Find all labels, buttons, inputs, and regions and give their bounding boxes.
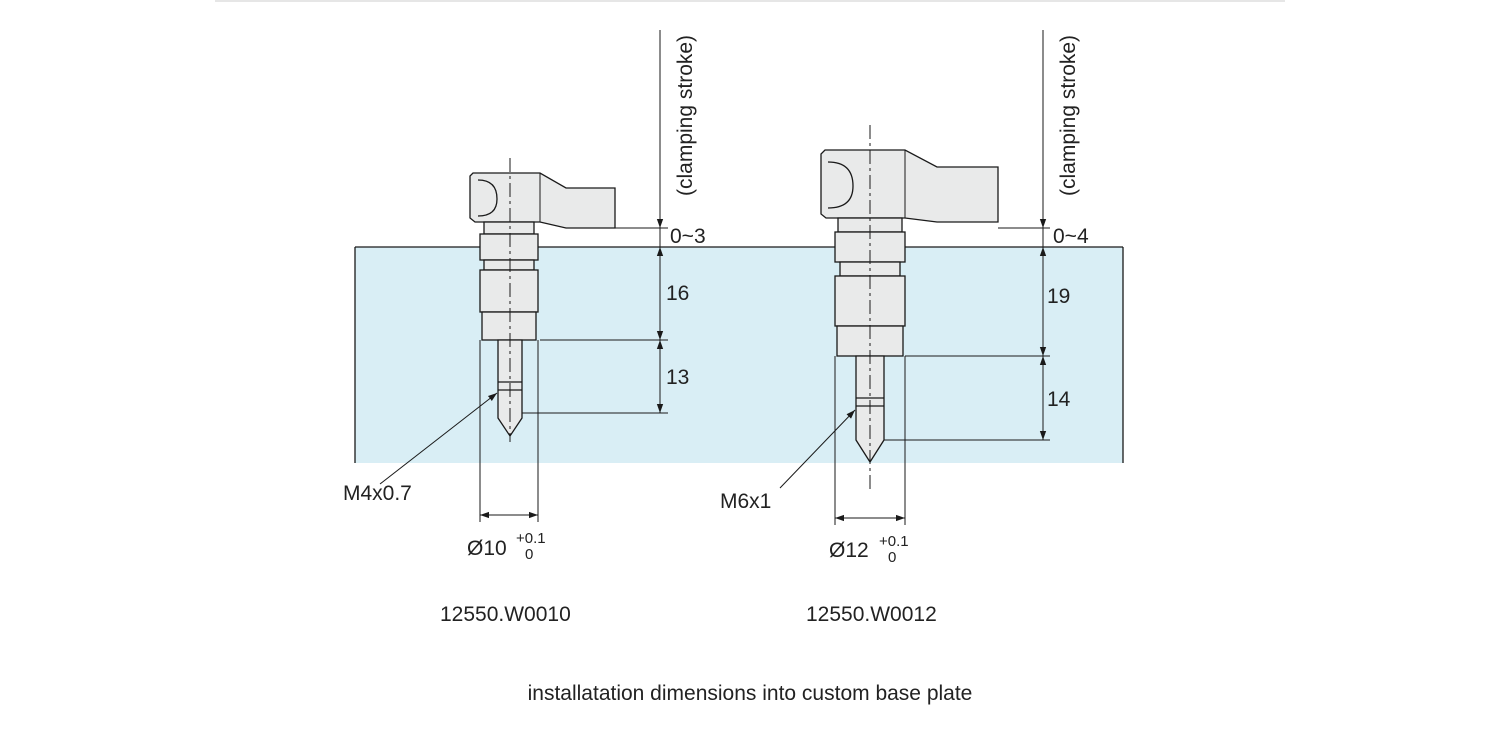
clamp-collar [481, 311, 537, 341]
clamp-2-thread: M6x1 [720, 490, 771, 513]
clamp-2-part-number: 12550.W0012 [806, 603, 937, 626]
clamp-1-tol-lower: 0 [525, 546, 533, 563]
clamp-1-bore-diameter: Ø10 [467, 537, 507, 560]
clamp-1-thread: M4x0.7 [343, 482, 412, 505]
clamp-body-lower [479, 269, 539, 313]
clamp-2-tol-upper: +0.1 [879, 533, 909, 550]
base-plate [355, 247, 1123, 463]
clamp-1-stroke-value: 0~3 [670, 225, 706, 248]
drawing-caption: installatation dimensions into custom ba… [528, 682, 973, 705]
clamp-2-stroke-value: 0~4 [1053, 225, 1089, 248]
clamp-1-tol-upper: +0.1 [516, 530, 546, 547]
clamp-2-dimensions [779, 30, 1050, 525]
clamp-head-cutout [827, 161, 854, 209]
clamp-1-part-number: 12550.W0010 [440, 603, 571, 626]
clamp-1-depth-2: 13 [666, 366, 689, 389]
clamp-neck [483, 221, 535, 235]
clamp-head-cutout [477, 179, 498, 217]
clamp-2-bore-diameter: Ø12 [829, 539, 869, 562]
clamp-1-depth-1: 16 [666, 282, 689, 305]
clamp-2-tol-lower: 0 [888, 549, 896, 566]
clamp-head [820, 149, 999, 223]
clamp-1-dimensions [379, 30, 668, 522]
clamp-2-stroke-label: (clamping stroke) [1057, 35, 1080, 196]
clamp-body-groove [483, 259, 535, 271]
clamp-1-stroke-label: (clamping stroke) [674, 35, 697, 196]
clamp-2-depth-2: 14 [1047, 388, 1071, 411]
clamp-2-depth-1: 19 [1047, 285, 1070, 308]
clamp-head [469, 172, 616, 229]
clamp-body-upper [479, 233, 539, 261]
